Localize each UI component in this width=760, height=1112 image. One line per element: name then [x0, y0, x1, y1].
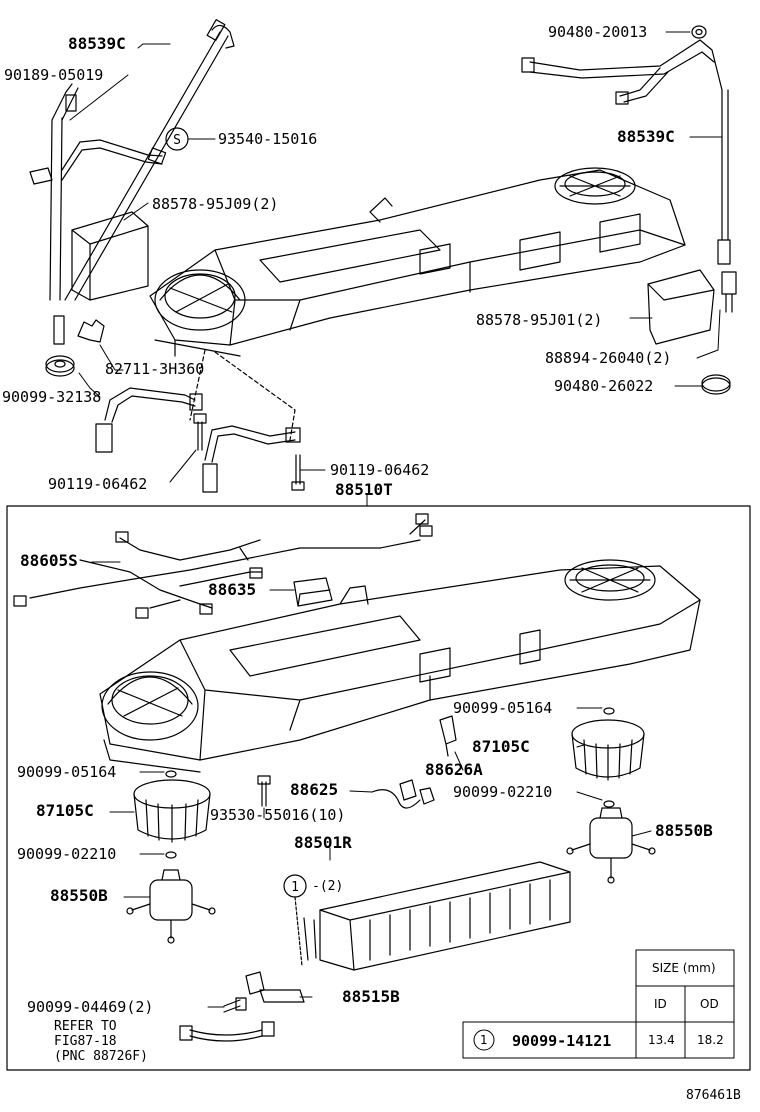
- pipe-bent-upper: [61, 139, 167, 181]
- label-88515b: 88515B: [342, 987, 400, 1006]
- label-90099-04469: 90099-04469(2): [27, 998, 154, 1016]
- blower-motor-88550b-left: [126, 869, 216, 944]
- callout-1-number: 1: [291, 880, 299, 895]
- label-90099-02210-right: 90099-02210: [453, 783, 553, 801]
- pipe-vertical-left: [29, 83, 79, 345]
- size-table-title: SIZE (mm): [652, 961, 716, 975]
- size-table: [462, 949, 735, 1059]
- label-88578-95j01: 88578-95J01(2): [476, 311, 603, 329]
- label-88550b-left: 88550B: [50, 886, 108, 905]
- harness-ref-88726f: [179, 1021, 275, 1042]
- sensor-88515b: [245, 971, 305, 1003]
- label-90099-32138: 90099-32138: [2, 388, 102, 406]
- label-87105c-left: 87105C: [36, 801, 94, 820]
- label-88550b-right: 88550B: [655, 821, 713, 840]
- bolt-90119-right: [291, 454, 305, 491]
- wire-harness-88605s: [13, 513, 433, 619]
- refer-line-1: REFER TO: [54, 1019, 117, 1034]
- screw-93530-55016: [257, 775, 271, 807]
- label-90189-05019: 90189-05019: [4, 66, 104, 84]
- label-88635: 88635: [208, 580, 257, 599]
- size-table-row-part: 90099-14121: [512, 1032, 612, 1050]
- label-callout-1-qty: -(2): [312, 879, 344, 894]
- label-88578-95j09: 88578-95J09(2): [152, 195, 279, 213]
- label-93530-55016: 93530-55016(10): [210, 806, 346, 824]
- evaporator-88501r: [303, 861, 571, 971]
- blower-fan-87105c-right: [571, 719, 645, 781]
- grommet-90480-26022: [701, 374, 731, 395]
- label-90119-06462-left: 90119-06462: [48, 475, 148, 493]
- label-88501r: 88501R: [294, 833, 352, 852]
- label-90099-02210-left: 90099-02210: [17, 845, 117, 863]
- size-table-row-callout: 1: [480, 1033, 488, 1047]
- grommet-90099-32138: [45, 355, 75, 377]
- label-90119-06462-right: 90119-06462: [330, 461, 430, 479]
- label-88539c-top: 88539C: [68, 34, 126, 53]
- label-82711-3h360: 82711-3H360: [105, 360, 205, 378]
- foam-block: [71, 211, 149, 301]
- foam-sheet: [647, 269, 715, 345]
- nut-90099-05164-left: [165, 770, 177, 778]
- refer-line-3: (PNC 88726F): [54, 1049, 148, 1064]
- relay-88635: [293, 577, 333, 607]
- figure-number: 876461B: [686, 1088, 741, 1103]
- leader-lines-top: [69, 31, 723, 507]
- washer-90099-02210-left: [165, 851, 177, 859]
- assembly-frame-88510t: [6, 505, 751, 1071]
- pipe-88539c-right: [521, 39, 731, 265]
- label-88626a: 88626A: [425, 760, 483, 779]
- washer-90099-02210-right: [603, 800, 615, 808]
- refer-line-2: FIG87-18: [54, 1034, 117, 1049]
- wire-88625: [371, 779, 435, 809]
- clip-88894: [721, 271, 737, 313]
- pipe-88539c-upper: [64, 19, 235, 301]
- clip-82711: [77, 319, 105, 343]
- blower-fan-87105c-left: [133, 779, 211, 843]
- ac-unit-upper: [149, 167, 686, 357]
- label-88894-26040: 88894-26040(2): [545, 349, 672, 367]
- grommet-90480-20013: [691, 25, 707, 39]
- bolt-90119-left: [193, 413, 207, 451]
- hoses-upper: [95, 387, 301, 493]
- s-marker-letter: S: [173, 133, 181, 148]
- label-90480-26022: 90480-26022: [554, 377, 654, 395]
- label-90099-05164-right: 90099-05164: [453, 699, 553, 717]
- label-90480-20013: 90480-20013: [548, 23, 648, 41]
- leader-lines-box: [91, 561, 652, 1008]
- label-88539c-right: 88539C: [617, 127, 675, 146]
- size-table-row-id: 13.4: [648, 1033, 675, 1047]
- size-table-col-od: OD: [700, 997, 719, 1011]
- label-88510t: 88510T: [335, 480, 393, 499]
- callout-1-leader: [294, 896, 303, 967]
- nut-90099-05164-right: [603, 707, 615, 715]
- label-87105c-right: 87105C: [472, 737, 530, 756]
- size-table-row-od: 18.2: [697, 1033, 724, 1047]
- ac-unit-lower: [99, 559, 701, 773]
- blower-motor-88550b-right: [566, 807, 656, 884]
- label-93540-15016: 93540-15016: [218, 130, 318, 148]
- label-88625: 88625: [290, 780, 339, 799]
- sensor-88626a: [439, 715, 457, 757]
- label-90099-05164-left: 90099-05164: [17, 763, 117, 781]
- size-table-col-id: ID: [654, 997, 667, 1011]
- dashed-leaders-upper: [189, 349, 296, 441]
- label-88605s: 88605S: [20, 551, 78, 570]
- screw-90099-04469: [223, 997, 247, 1013]
